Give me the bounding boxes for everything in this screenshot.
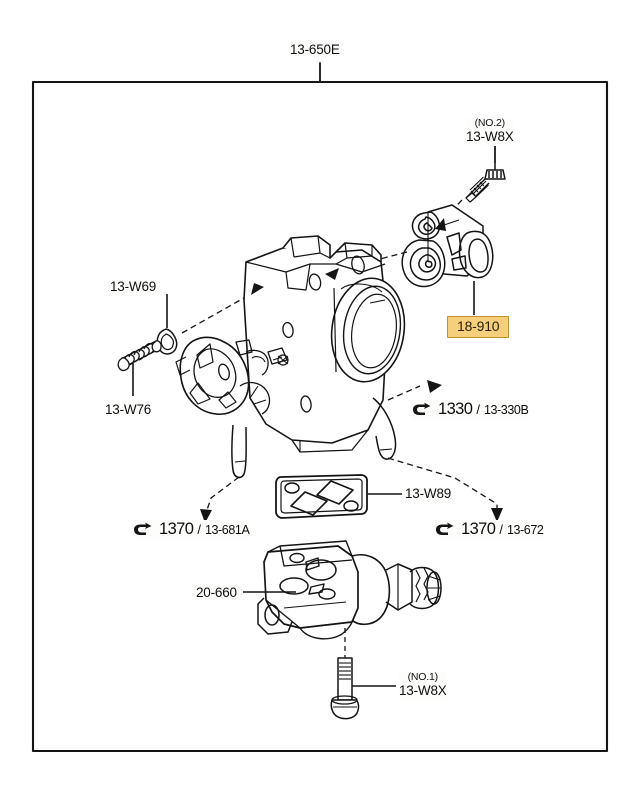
page-title-text: 13-650E: [290, 42, 340, 57]
grip-hand-icon: [133, 522, 154, 537]
callout-iac-20-660-text: 20-660: [196, 585, 237, 600]
reference-1330-number: 1330: [438, 400, 473, 418]
callout-bolt-no2: (NO.2) 13-W8X: [466, 117, 514, 146]
sensor-dashed-leader: [329, 251, 408, 273]
reference-1330[interactable]: 1330 / 13-330B: [412, 400, 529, 419]
reference-1370-left-number: 1370: [159, 520, 194, 538]
bolt-no1-drawing: [330, 657, 360, 720]
grip-hand-icon: [435, 522, 456, 537]
callout-bolt-no1-main: 13-W8X: [399, 683, 447, 699]
callout-bolt-no1: (NO.1) 13-W8X: [399, 671, 447, 700]
reference-1370-right[interactable]: 1370 / 13-672: [435, 520, 544, 539]
iac-valve-drawing: [257, 540, 442, 640]
callout-sensor-18-910-text: 18-910: [457, 318, 500, 334]
callout-bolt-no2-sub: (NO.2): [474, 117, 506, 129]
reference-1370-left-separator: /: [197, 522, 201, 537]
spring-13-w76-drawing: [117, 340, 162, 372]
callout-gasket-13-w89: 13-W89: [405, 486, 452, 502]
reference-1330-separator: /: [476, 402, 480, 417]
reference-1370-right-number: 1370: [461, 520, 496, 538]
callout-spring-13-w76: 13-W76: [105, 402, 152, 418]
reference-1330-section: 13-330B: [483, 402, 529, 417]
leader-arrowheads: [200, 218, 503, 523]
page-title: 13-650E: [290, 42, 340, 58]
oring-13-w69-drawing: [156, 328, 178, 355]
bolt-no2-drawing: [465, 143, 506, 203]
callout-gasket-13-w89-text: 13-W89: [405, 486, 452, 501]
reference-1370-left-section: 13-681A: [204, 522, 250, 537]
callout-spring-13-w76-text: 13-W76: [105, 402, 152, 417]
callout-oring-13-w69: 13-W69: [110, 279, 157, 295]
callout-bolt-no1-sub: (NO.1): [407, 671, 439, 683]
callout-bolt-no2-main: 13-W8X: [466, 129, 514, 145]
callout-oring-13-w69-text: 13-W69: [110, 279, 157, 294]
reference-1370-left[interactable]: 1370 / 13-681A: [133, 520, 250, 539]
callout-iac-20-660: 20-660: [196, 585, 237, 601]
tps-sensor-drawing: [401, 204, 494, 288]
gasket-13-w89-drawing: [275, 474, 368, 519]
reference-1370-right-section: 13-672: [506, 522, 544, 537]
reference-1370-right-separator: /: [499, 522, 503, 537]
throttle-body-drawing: [175, 235, 406, 479]
callout-sensor-18-910[interactable]: 18-910: [447, 316, 510, 338]
grip-hand-icon: [412, 402, 433, 417]
